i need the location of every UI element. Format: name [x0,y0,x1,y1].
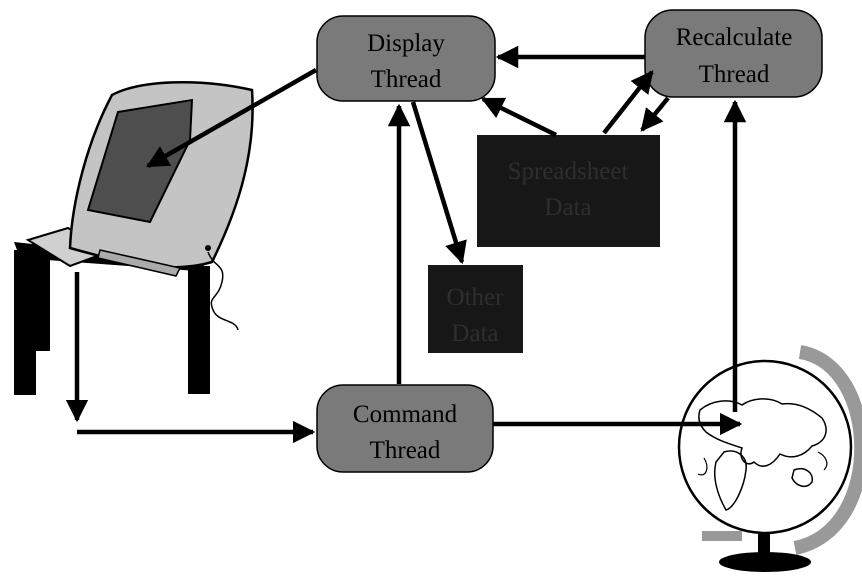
arrow-spreadsheet-to-display [480,96,557,138]
recalculate-thread-node: Recalculate Thread [644,9,823,98]
display-thread-label-line1: Display [367,30,445,57]
arrow-display-to-screen [146,68,318,168]
recalculate-thread-label-line1: Recalculate [676,24,793,51]
command-thread-label-line2: Thread [370,437,441,464]
globe-icon [677,345,862,572]
spreadsheet-data-label-line2: Data [544,194,591,221]
spreadsheet-data-label-line1: Spreadsheet [508,158,629,185]
recalculate-thread-label-line2: Thread [699,61,770,88]
spreadsheet-data-box: Spreadsheet Data [477,135,660,247]
arrow-spreadsheet-to-recalc [602,70,654,135]
command-thread-node: Command Thread [316,384,494,473]
other-data-box: Other Data [428,265,523,353]
display-thread-node: Display Thread [316,15,496,102]
display-thread-label-line2: Thread [371,66,442,93]
arrow-display-to-other-data [410,101,467,265]
other-data-label-line2: Data [451,320,498,347]
command-thread-label-line1: Command [353,401,458,428]
arrow-recalc-to-spreadsheet [640,96,670,132]
computer-screen [86,98,194,224]
computer-icon [14,80,254,395]
other-data-label-line1: Other [447,284,505,311]
